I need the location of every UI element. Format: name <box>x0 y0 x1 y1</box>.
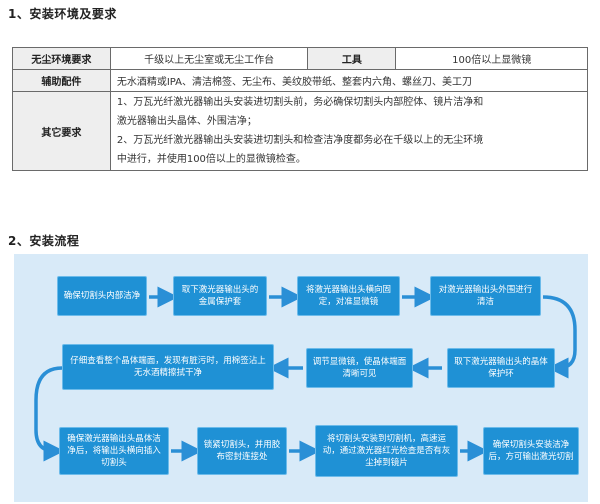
requirement-line: 中进行，并使用100倍以上的显微镜检查。 <box>116 154 306 165</box>
flow-step-8: 确保激光器输出头晶体洁净后，将输出头横向插入切割头 <box>59 427 169 475</box>
accessories-label: 辅助配件 <box>12 69 111 92</box>
flow-step-10: 将切割头安装到切割机，高速运动，通过激光器红光检查是否有灰尘掉到镜片 <box>315 425 458 477</box>
flow-arrow <box>34 366 65 462</box>
other-requirements-value: 1、万瓦光纤激光器输出头安装进切割头前，务必确保切割头内部腔体、镜片洁净和 激光… <box>109 91 589 171</box>
flow-step-7: 仔细查看整个晶体端面，发现有脏污时，用棉签沾上无水酒精擦拭干净 <box>62 344 274 390</box>
flow-step-5: 取下激光器输出头的晶体保护环 <box>447 348 555 388</box>
env-requirement-label: 无尘环境要求 <box>12 47 111 70</box>
other-requirements-label: 其它要求 <box>12 91 111 171</box>
section-2-title: 2、安装流程 <box>8 234 80 248</box>
table-row: 其它要求 1、万瓦光纤激光器输出头安装进切割头前，务必确保切割头内部腔体、镜片洁… <box>12 91 589 171</box>
flow-step-2: 取下激光器输出头的金属保护套 <box>173 276 267 316</box>
flow-step-4: 对激光器输出头外围进行清洁 <box>430 276 541 316</box>
flow-step-3: 将激光器输出头横向固定，对准显微镜 <box>297 276 400 316</box>
table-row: 辅助配件 无水酒精或IPA、清洁棉签、无尘布、美纹胶带纸、整套内六角、螺丝刀、美… <box>12 69 589 92</box>
flow-step-9: 锁紧切割头，并用胶布密封连接处 <box>197 427 287 475</box>
flow-step-6: 调节显微镜，使晶体端面清晰可见 <box>306 348 413 388</box>
flow-arrow <box>542 295 577 379</box>
flow-step-1: 确保切割头内部洁净 <box>57 276 147 316</box>
flow-step-11: 确保切割头安装洁净后，方可输出激光切割 <box>483 427 579 475</box>
requirement-line: 1、万瓦光纤激光器输出头安装进切割头前，务必确保切割头内部腔体、镜片洁净和 <box>116 97 484 108</box>
requirement-line: 激光器输出头晶体、外围洁净； <box>116 116 257 127</box>
requirement-line: 2、万瓦光纤激光器输出头安装进切割头和检查洁净度都务必在千级以上的无尘环境 <box>116 135 484 146</box>
requirements-table: 无尘环境要求 千级以上无尘室或无尘工作台 工具 100倍以上显微镜 辅助配件 无… <box>12 47 589 171</box>
section-1-title: 1、安装环境及要求 <box>8 7 117 21</box>
